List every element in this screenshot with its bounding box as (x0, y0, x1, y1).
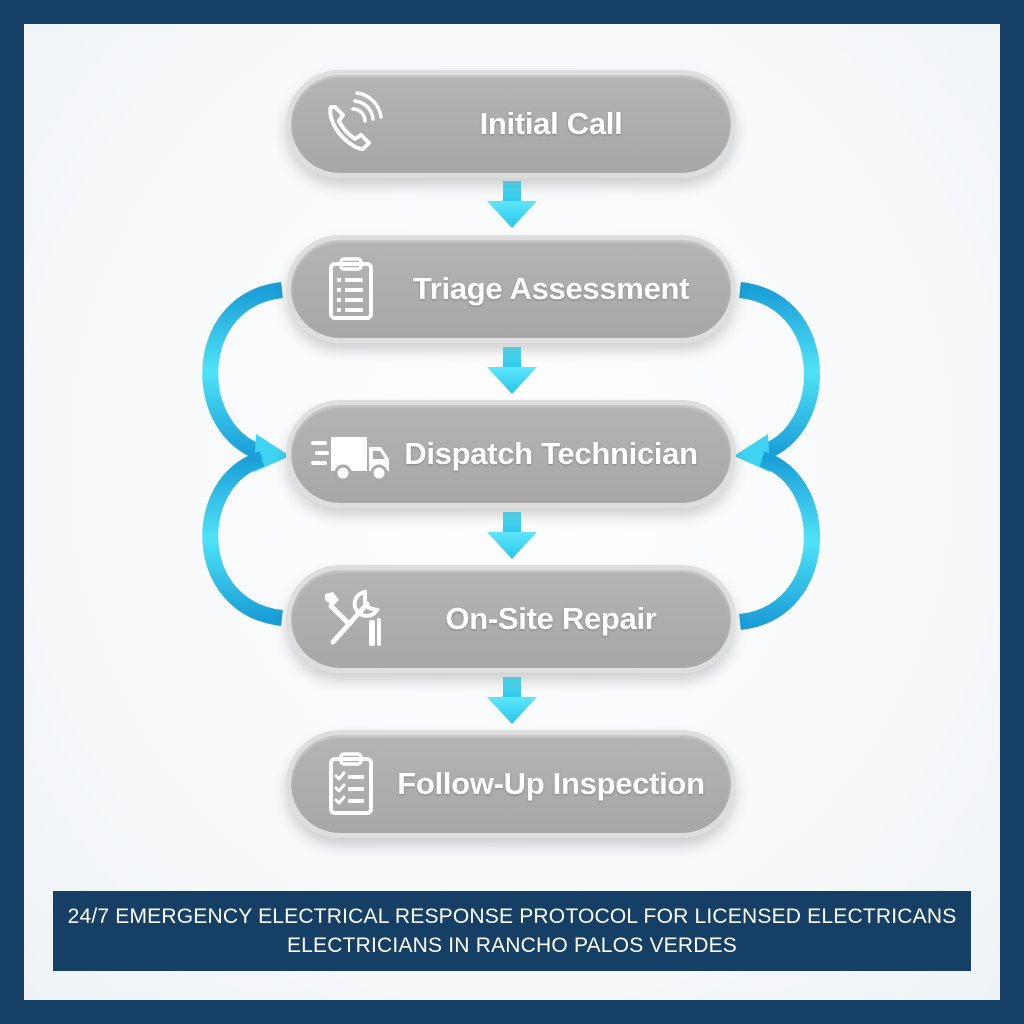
caption-banner: 24/7 EMERGENCY ELECTRICAL RESPONSE PROTO… (53, 891, 971, 971)
step-follow-up-inspection: Follow-Up Inspection (286, 730, 736, 838)
left-loop-arrow-bottom (202, 451, 284, 626)
clipboard-check-icon (317, 749, 389, 819)
step-label: Initial Call (479, 106, 623, 141)
right-loop-arrow-top (734, 282, 820, 472)
step-label: Follow-Up Inspection (397, 766, 705, 801)
down-arrow-2 (487, 347, 537, 394)
step-dispatch-technician: Dispatch Technician (286, 400, 736, 508)
truck-icon (309, 419, 393, 489)
clipboard-list-icon (317, 254, 389, 324)
step-label: On-Site Repair (445, 601, 657, 636)
down-arrow-1 (487, 181, 537, 228)
step-on-site-repair: On-Site Repair (286, 565, 736, 673)
tools-icon (317, 584, 389, 654)
caption-line-2: ELECTRICIANS IN RANCHO PALOS VERDES (286, 934, 738, 957)
step-label: Triage Assessment (412, 271, 690, 306)
phone-icon (317, 89, 389, 159)
down-arrow-4 (487, 677, 537, 724)
right-loop-arrow-bottom (738, 451, 820, 630)
left-loop-arrow-top (202, 282, 290, 472)
step-initial-call: Initial Call (286, 70, 736, 178)
caption-line-1: 24/7 EMERGENCY ELECTRICAL RESPONSE PROTO… (67, 905, 957, 928)
step-label: Dispatch Technician (404, 436, 698, 471)
down-arrow-3 (487, 512, 537, 559)
step-triage-assessment: Triage Assessment (286, 235, 736, 343)
